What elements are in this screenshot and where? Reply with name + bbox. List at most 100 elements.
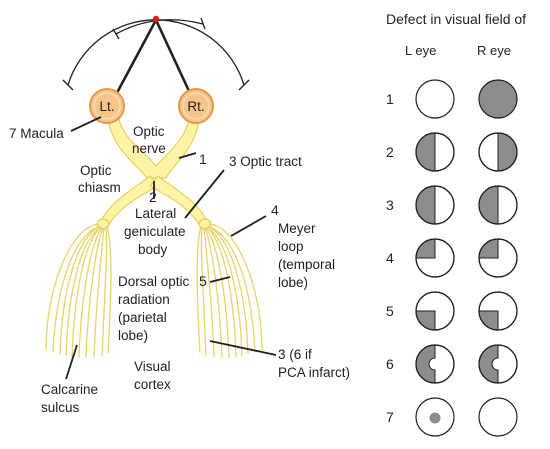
defect-right-eye-row-4 [478,238,518,278]
visual-field-circle [478,397,518,437]
optic-nerve-label-line1: Optic [133,124,165,139]
meyer-label-line3: (temporal [278,257,335,272]
defect-left-eye-row-1 [415,79,455,119]
outer-field-arc-right-cap [238,79,250,91]
lgb-label-line1: Lateral [135,206,176,221]
outer-field-arc [67,19,245,86]
defect-row-5-number: 5 [386,303,394,319]
lesion-1-number: 1 [199,151,207,167]
right-radiation-fiber [208,223,263,351]
defect-left-eye-row-2 [415,132,455,172]
left-eye-label: Lt. [99,99,114,114]
visual-field-outline [415,291,455,331]
left-visual-axis [109,19,158,105]
right-radiation-fiber [204,227,223,359]
meyer-label-line4: lobe) [278,275,308,290]
right-eyeball-shape [178,88,214,124]
calcarine-label-line2: sulcus [41,400,80,415]
field-defect-region [497,132,518,172]
visual-field-circle [478,79,518,119]
left-radiation-fiber [85,227,104,359]
visual-field-outline [415,238,455,278]
lesion-1-leader [178,152,197,159]
visual-field-outline [415,185,455,225]
field-defect-region [415,132,436,172]
macula-label: 7 Macula [9,126,64,141]
lesion-2-number: 2 [149,189,157,205]
calcarine-leader [65,344,78,380]
calcarine-label-line1: Calcarine [41,382,98,397]
left-radiation-fiber [78,227,103,359]
lgb-label-line2: geniculate [124,224,186,239]
lesion-5-number: 5 [199,273,207,289]
visual-cortex-label-line1: Visual [134,359,171,374]
macular-field-arc-left-cap [112,28,120,40]
macular-field-arc-right-cap [200,17,206,30]
meyer-label-line1: Meyer [278,221,316,236]
visual-field-outline [478,291,518,331]
field-defect-region [478,185,499,225]
visual-field-outline [478,344,518,384]
lesion-3-cortex-leader [209,340,277,356]
field-defect-region [415,185,436,225]
left-radiation-fiber [101,226,108,357]
defect-left-eye-row-7 [415,397,455,437]
lesion-4-number: 4 [271,202,279,218]
visual-field-circle [415,79,455,119]
visual-field-outline [478,132,518,172]
macula-leader [70,116,102,132]
defect-row-3-number: 3 [386,197,394,213]
defect-table-title: Defect in visual field of [386,11,526,27]
visual-field-outline [415,344,455,384]
right-radiation-fiber [205,227,230,359]
left-eyeball-shape [89,88,125,124]
meyer-label-line2: loop [278,239,304,254]
defect-row-4-number: 4 [386,250,394,266]
right-eyeball: Rt. [178,88,214,124]
defect-left-eye-row-4 [415,238,455,278]
optic-radiations [45,223,263,359]
dorsal-label-line3: (parietal [118,310,167,325]
defect-row-7-number: 7 [386,409,394,425]
optic-chiasm-label-line2: chiasm [78,180,121,195]
left-radiation-fiber [93,227,105,358]
visual-field-outline [478,238,518,278]
right-radiation-fiber [196,225,202,354]
leader-lines [65,116,277,380]
left-eyeball-inner [93,92,121,120]
right-eye-label: Rt. [187,99,204,114]
optic-nerve-label-line2: nerve [132,141,166,156]
defect-left-eye-row-5 [415,291,455,331]
defect-left-eye-row-3 [415,185,455,225]
outer-field-arc-left-cap [62,79,74,91]
optic-chiasm-label-line1: Optic [80,163,112,178]
visual-field-outline [478,185,518,225]
central-scotoma-dot [429,412,441,424]
lesion-4-leader [230,215,267,237]
left-radiation-fiber [106,225,112,354]
visual-cortex-label-line2: cortex [134,377,171,392]
right-radiation-fiber [206,226,237,358]
lesion-3-optic-tract-leader [184,169,225,219]
left-radiation-fiber [59,225,101,355]
pathway-labels: 7 Macula Optic nerve 1 3 Optic tract Opt… [9,124,350,415]
left-radiation-fiber [45,223,100,351]
visual-field-arc [62,15,250,105]
lesion-5-leader [209,276,231,283]
dorsal-label-line2: radiation [118,292,170,307]
optic-tract-label: 3 Optic tract [229,154,302,169]
left-radiation-fiber [65,226,102,357]
dorsal-label-line4: lobe) [118,328,148,343]
left-radiation-fiber [52,225,101,353]
fixation-point [152,15,160,23]
right-eyeball-inner [182,92,210,120]
defect-right-eye-row-6 [478,344,518,384]
left-eyeball: Lt. [89,88,125,124]
pca-label-line2: PCA infarct) [278,365,350,380]
defect-right-eye-row-1 [478,79,518,119]
defect-right-eye-row-2 [478,132,518,172]
right-radiation-fiber [200,226,207,357]
defect-right-eye-row-3 [478,185,518,225]
